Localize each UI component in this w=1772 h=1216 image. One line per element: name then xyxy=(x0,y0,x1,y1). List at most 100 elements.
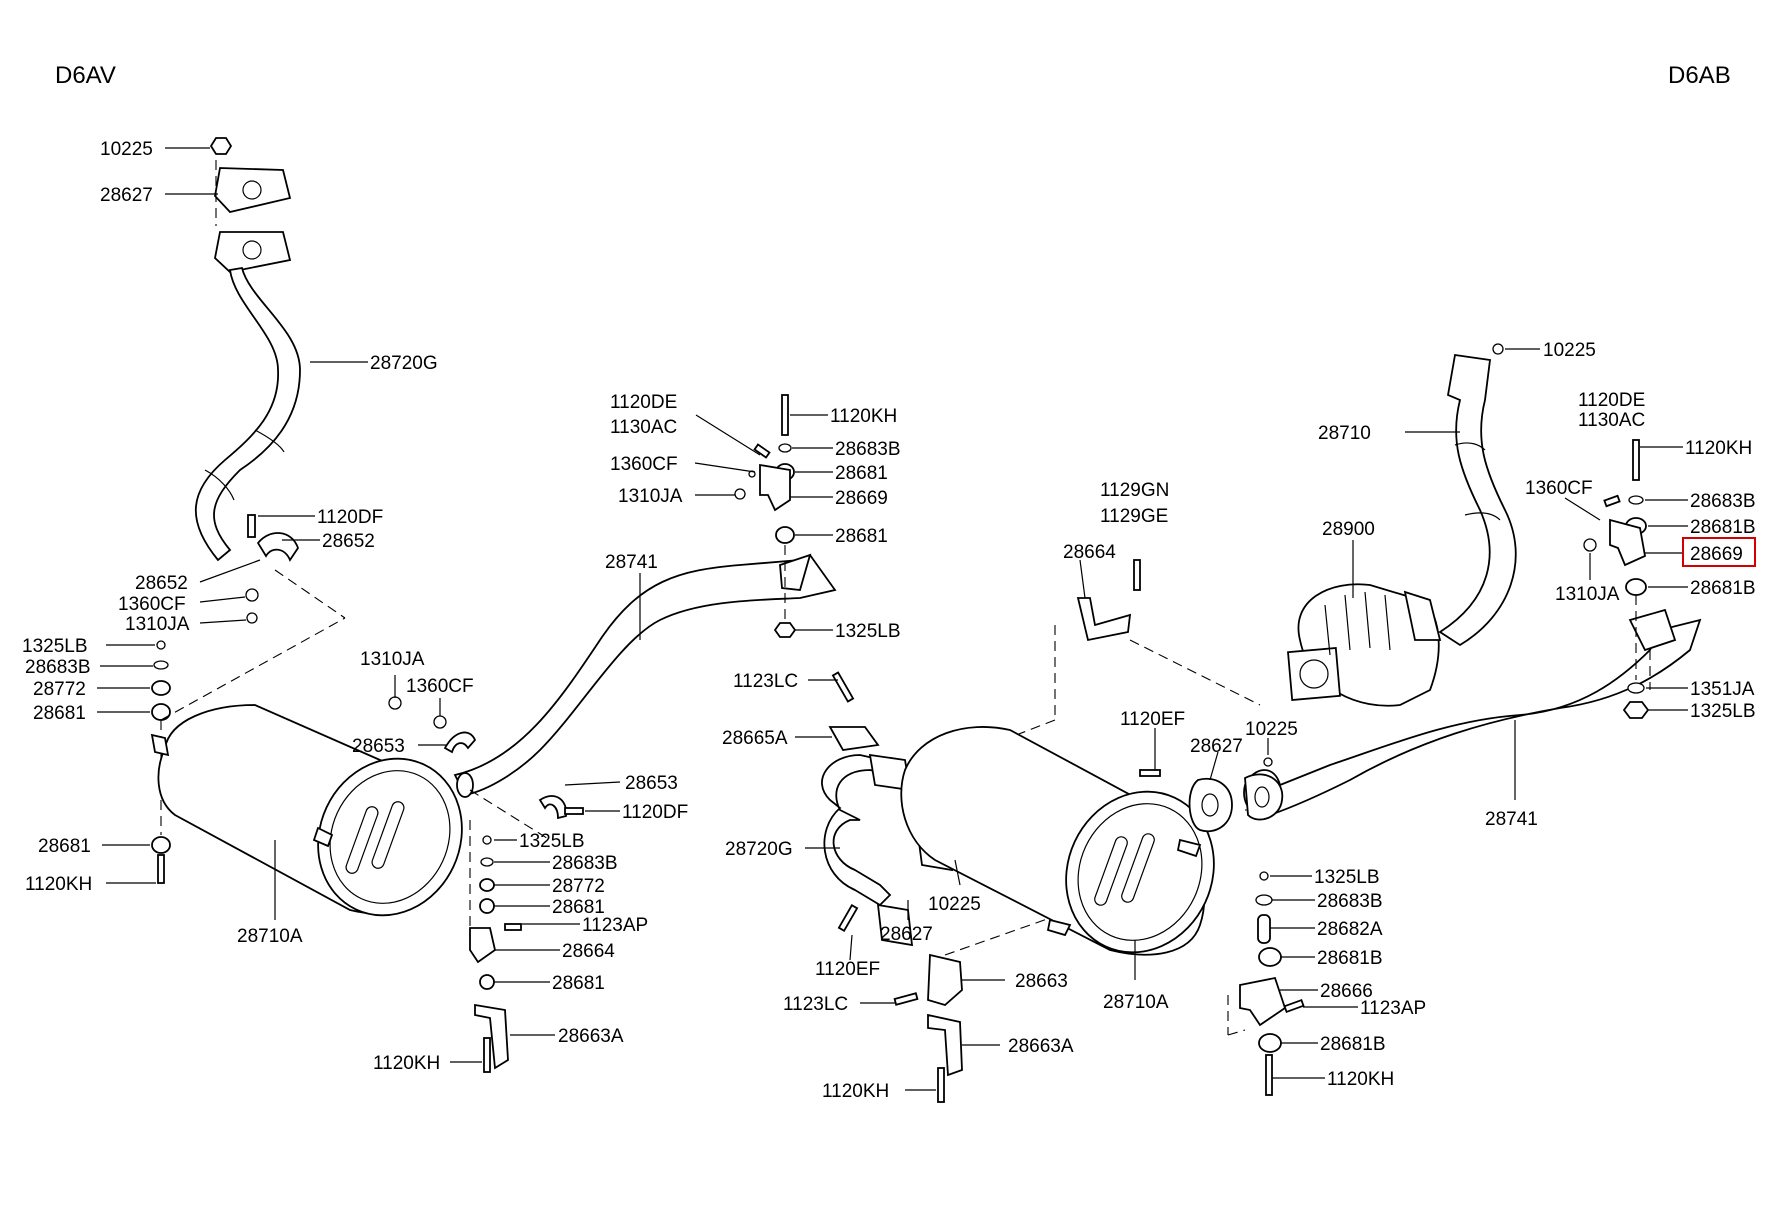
label-28669-a: 28669 xyxy=(835,488,888,509)
bracket-28669-right[interactable] xyxy=(1609,518,1647,567)
front-pipe-left[interactable] xyxy=(195,137,301,562)
label-28681-e: 28681 xyxy=(835,463,888,484)
pipe-28720g[interactable] xyxy=(195,266,301,562)
label-1120de-b: 1120DE xyxy=(1578,390,1645,411)
label-1123lc-a: 1123LC xyxy=(733,671,798,692)
callouts: 10225 28627 28720G 1120DF 28652 28652 13… xyxy=(22,139,1756,1102)
washer-1360cf-mid[interactable] xyxy=(433,715,447,729)
label-28663a-a: 28663A xyxy=(558,1026,624,1047)
label-28681b-c: 28681B xyxy=(1317,948,1383,969)
label-28682a: 28682A xyxy=(1317,919,1383,940)
label-1130ac-a: 1130AC xyxy=(610,417,677,438)
hanger-stack-center-left[interactable] xyxy=(469,820,522,1073)
label-1360cf-c: 1360CF xyxy=(610,454,678,475)
label-1310ja-a: 1310JA xyxy=(125,614,190,635)
label-1325lb-c: 1325LB xyxy=(835,621,901,642)
label-28653-a: 28653 xyxy=(352,736,405,757)
gasket-28627-right[interactable] xyxy=(1188,777,1233,833)
label-28627-b: 28627 xyxy=(1190,736,1243,757)
flange-28720g[interactable] xyxy=(214,231,292,273)
bracket-28666[interactable] xyxy=(1239,976,1287,1027)
label-1325lb-a: 1325LB xyxy=(22,636,88,657)
label-28772-a: 28772 xyxy=(33,679,86,700)
label-28741-right: 28741 xyxy=(1485,809,1538,830)
gasket-group-right[interactable] xyxy=(1139,757,1273,833)
label-28681-d: 28681 xyxy=(552,973,605,994)
header-d6av: D6AV xyxy=(55,62,116,89)
clamp-28652[interactable] xyxy=(256,532,299,562)
label-28669-b: 28669 xyxy=(1690,544,1743,565)
clamp-group-left[interactable] xyxy=(245,514,346,624)
highlight-28669 xyxy=(1682,537,1756,567)
label-28683b-e: 28683B xyxy=(1317,891,1383,912)
muffler-28710a-right[interactable] xyxy=(900,726,1240,977)
bolt-1120df-right[interactable] xyxy=(564,807,584,815)
label-28683b-d: 28683B xyxy=(1690,491,1756,512)
clamp-28653-lower[interactable] xyxy=(538,795,567,820)
label-1123ap-a: 1123AP xyxy=(582,915,648,936)
label-28653-b: 28653 xyxy=(625,773,678,794)
label-28710: 28710 xyxy=(1318,423,1371,444)
label-1360cf-a: 1360CF xyxy=(118,594,186,615)
bracket-28663a[interactable] xyxy=(474,1003,509,1070)
label-1351ja: 1351JA xyxy=(1690,679,1755,700)
washer-1360cf-left[interactable] xyxy=(245,588,259,602)
gasket-28627-left[interactable] xyxy=(214,167,292,213)
nut-1310ja-mid[interactable] xyxy=(388,696,402,710)
label-28710a-left: 28710A xyxy=(237,926,303,947)
clamp-28653-upper[interactable] xyxy=(443,731,477,754)
tail-clamp-left[interactable] xyxy=(388,696,584,820)
label-1120ef-a: 1120EF xyxy=(1120,709,1185,730)
front-pipe-28710[interactable] xyxy=(1438,343,1517,647)
converter-28900[interactable] xyxy=(1287,583,1442,707)
tailpipe-28741-left[interactable] xyxy=(453,553,837,841)
label-10225-b: 10225 xyxy=(1245,719,1298,740)
tailpipe-28741-right[interactable] xyxy=(1243,608,1702,821)
label-1123lc-b: 1123LC xyxy=(783,994,848,1015)
label-1120kh-b: 1120KH xyxy=(373,1053,440,1074)
label-28683b-b: 28683B xyxy=(552,853,618,874)
bracket-28669-left[interactable] xyxy=(759,463,791,512)
label-28681-c: 28681 xyxy=(552,897,605,918)
label-28681-f: 28681 xyxy=(835,526,888,547)
label-1129ge: 1129GE xyxy=(1100,506,1168,527)
label-1120df-b: 1120DF xyxy=(622,802,688,823)
label-28664-a: 28664 xyxy=(562,941,615,962)
header-d6ab: D6AB xyxy=(1668,62,1731,89)
label-28683b-a: 28683B xyxy=(25,657,91,678)
label-1360cf-b: 1360CF xyxy=(406,676,474,697)
hanger-stack-left[interactable] xyxy=(151,617,346,884)
label-1310ja-b: 1310JA xyxy=(360,649,425,670)
muffler-28710a-left[interactable] xyxy=(150,704,487,939)
label-1120ef-b: 1120EF xyxy=(815,959,880,980)
bracket-28664[interactable] xyxy=(469,927,497,964)
label-28681-a: 28681 xyxy=(33,703,86,724)
hanger-stack-right-lower[interactable] xyxy=(1227,871,1305,1096)
bracket-28665a[interactable] xyxy=(828,726,880,751)
nut-10225-left[interactable] xyxy=(209,137,233,155)
label-28681b-b: 28681B xyxy=(1690,578,1756,599)
label-28683b-c: 28683B xyxy=(835,439,901,460)
label-10225-d: 10225 xyxy=(1543,340,1596,361)
label-28652-a: 28652 xyxy=(322,531,375,552)
label-1120kh-f: 1120KH xyxy=(1327,1069,1394,1090)
hanger-stack-right-upper[interactable] xyxy=(1583,439,1650,719)
label-28710a-right: 28710A xyxy=(1103,992,1169,1013)
bolt-1120df-left[interactable] xyxy=(247,514,256,538)
brackets-28663-right[interactable] xyxy=(893,917,1051,1103)
label-28681-b: 28681 xyxy=(38,836,91,857)
nut-1310ja-left[interactable] xyxy=(246,612,258,624)
label-28681b-d: 28681B xyxy=(1320,1034,1386,1055)
label-1325lb-e: 1325LB xyxy=(1314,867,1380,888)
label-1120kh-a: 1120KH xyxy=(25,874,92,895)
bolt-1123ap-left[interactable] xyxy=(504,923,522,931)
label-10225-c: 10225 xyxy=(928,894,981,915)
label-28900: 28900 xyxy=(1322,519,1375,540)
hanger-stack-upper-center[interactable] xyxy=(734,394,797,638)
label-1120kh-c: 1120KH xyxy=(830,406,897,427)
bolt-1120kh-lower[interactable] xyxy=(483,1037,491,1073)
label-28627-c: 28627 xyxy=(880,924,933,945)
label-1310ja-c: 1310JA xyxy=(618,486,683,507)
label-28664-b: 28664 xyxy=(1063,542,1116,563)
label-28652-b: 28652 xyxy=(135,573,188,594)
